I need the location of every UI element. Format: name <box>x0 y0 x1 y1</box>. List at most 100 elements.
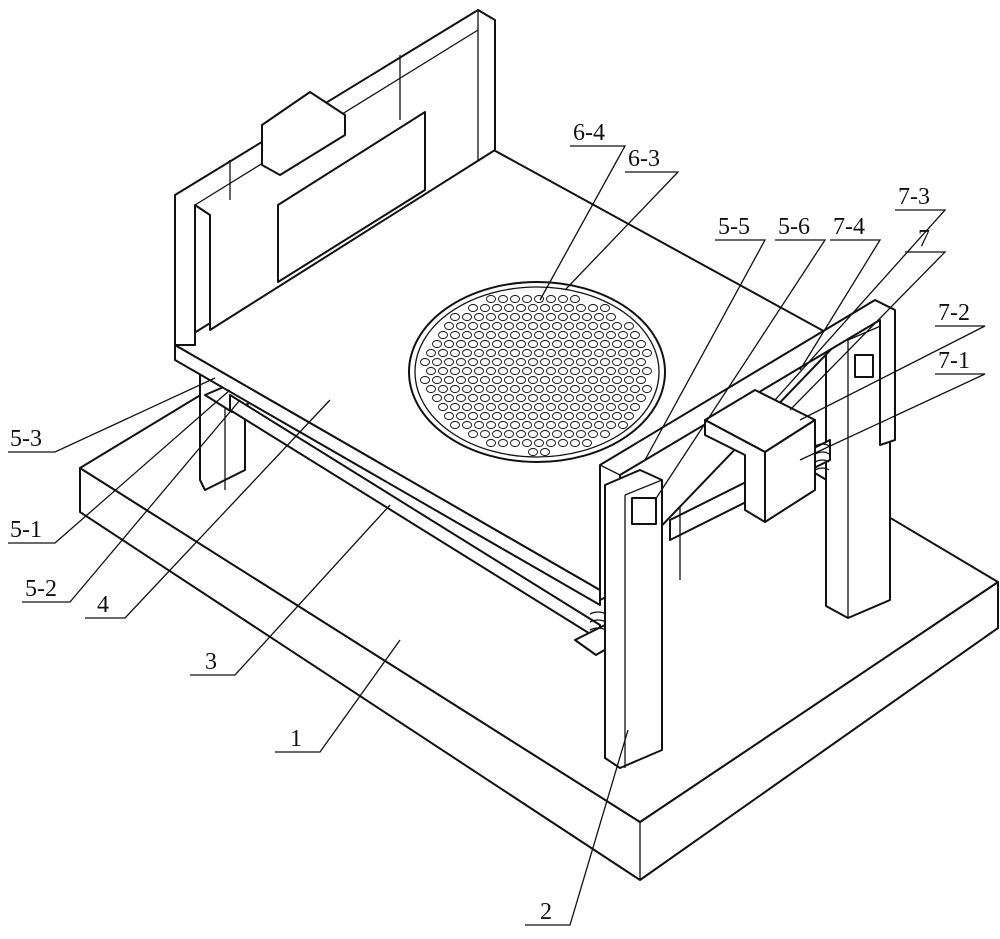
sieve-hole <box>463 368 472 375</box>
sieve-hole <box>589 341 598 348</box>
sieve-hole <box>613 395 622 402</box>
sieve-hole <box>511 422 520 429</box>
sieve-hole <box>613 413 622 420</box>
sieve-hole <box>589 413 598 420</box>
sieve-hole <box>493 359 502 366</box>
sieve-hole <box>433 395 442 402</box>
sieve-hole <box>511 314 520 321</box>
sieve-hole <box>469 395 478 402</box>
sieve-hole <box>589 359 598 366</box>
sieve-hole <box>547 296 556 303</box>
sieve-hole <box>565 341 574 348</box>
sieve-hole <box>523 440 532 447</box>
sieve-hole <box>553 395 562 402</box>
sieve-hole <box>457 323 466 330</box>
sieve-hole <box>517 341 526 348</box>
sieve-hole <box>571 440 580 447</box>
sieve-hole <box>643 386 652 393</box>
sieve-hole <box>499 440 508 447</box>
sieve-hole <box>469 377 478 384</box>
sieve-hole <box>619 368 628 375</box>
sieve-hole <box>445 377 454 384</box>
sieve-hole <box>577 305 586 312</box>
front-leg <box>605 470 662 768</box>
label-5-1: 5-1 <box>10 517 42 543</box>
sieve-hole <box>421 377 430 384</box>
sieve-hole <box>583 440 592 447</box>
sieve-hole <box>625 359 634 366</box>
sieve-hole <box>601 413 610 420</box>
sieve-hole <box>541 395 550 402</box>
label-7-2: 7-2 <box>938 300 970 326</box>
sieve-hole <box>547 422 556 429</box>
sieve-hole <box>613 359 622 366</box>
sieve-hole <box>529 431 538 438</box>
sieve-hole <box>457 341 466 348</box>
sieve-hole <box>463 332 472 339</box>
sieve-hole <box>607 350 616 357</box>
sieve-hole <box>625 377 634 384</box>
sieve-hole <box>613 341 622 348</box>
sieve-hole <box>601 377 610 384</box>
sieve-hole <box>643 368 652 375</box>
sieve-hole <box>493 413 502 420</box>
sieve-hole <box>553 377 562 384</box>
sieve-hole <box>577 377 586 384</box>
sieve-hole <box>475 314 484 321</box>
sieve-hole <box>505 305 514 312</box>
sieve-hole <box>625 341 634 348</box>
label-7-3: 7-3 <box>898 184 930 210</box>
sieve-hole <box>499 386 508 393</box>
sieve-hole <box>481 413 490 420</box>
sieve-hole <box>469 305 478 312</box>
sieve-hole <box>475 422 484 429</box>
sieve-hole <box>547 404 556 411</box>
sieve-hole <box>541 305 550 312</box>
sieve-hole <box>487 404 496 411</box>
sieve-hole <box>577 341 586 348</box>
sieve-hole <box>553 413 562 420</box>
sieve-hole <box>457 395 466 402</box>
sieve-hole <box>565 431 574 438</box>
sieve-hole <box>487 422 496 429</box>
sieve-hole <box>439 368 448 375</box>
sieve-hole <box>577 395 586 402</box>
sieve-hole <box>619 350 628 357</box>
sieve-hole <box>505 341 514 348</box>
sieve-hole <box>487 386 496 393</box>
sieve-hole <box>565 395 574 402</box>
sieve-hole <box>511 386 520 393</box>
sieve-hole <box>463 386 472 393</box>
sieve-hole <box>535 404 544 411</box>
sieve-hole <box>517 395 526 402</box>
label-7-1: 7-1 <box>938 348 970 374</box>
sieve-hole <box>541 413 550 420</box>
sieve-hole <box>451 332 460 339</box>
sieve-hole <box>481 377 490 384</box>
sieve-hole <box>511 350 520 357</box>
sieve-hole <box>499 332 508 339</box>
sieve-hole <box>589 431 598 438</box>
sieve-hole <box>481 431 490 438</box>
sieve-hole <box>463 314 472 321</box>
sieve-hole <box>541 431 550 438</box>
sieve-hole <box>559 296 568 303</box>
sieve-hole <box>565 359 574 366</box>
sieve-hole <box>469 341 478 348</box>
roller-right <box>855 355 873 377</box>
sieve-hole <box>619 386 628 393</box>
sieve-hole <box>457 359 466 366</box>
sieve-hole <box>511 404 520 411</box>
sieve-hole <box>571 368 580 375</box>
sieve-hole <box>523 404 532 411</box>
sieve-hole <box>547 440 556 447</box>
sieve-hole <box>643 350 652 357</box>
sieve-hole <box>529 305 538 312</box>
sieve-hole <box>517 377 526 384</box>
sieve-hole <box>499 404 508 411</box>
sieve-hole <box>583 422 592 429</box>
sieve-hole <box>613 323 622 330</box>
sieve-hole <box>565 377 574 384</box>
sieve-hole <box>463 350 472 357</box>
sieve-hole <box>451 350 460 357</box>
